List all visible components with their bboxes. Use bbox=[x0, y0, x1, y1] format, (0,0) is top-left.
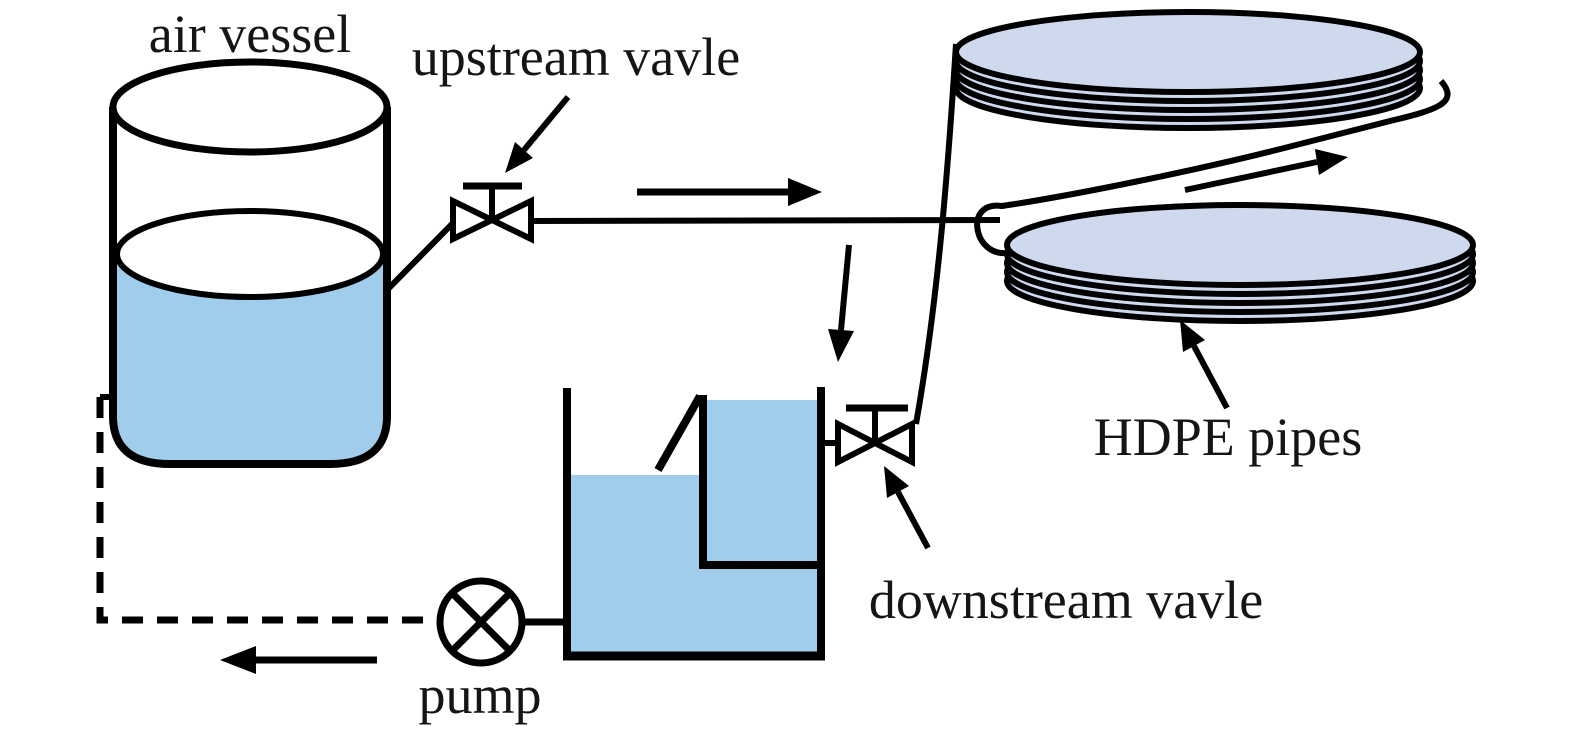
pump-label: pump bbox=[418, 665, 541, 725]
coil-transfer-pipe bbox=[974, 79, 1451, 257]
flow-arrow-left-head bbox=[220, 646, 256, 674]
main-horizontal-pipe bbox=[529, 217, 1001, 224]
flow-arrow-coil-shaft bbox=[1184, 159, 1318, 193]
hdpe-coil-top bbox=[953, 9, 1423, 131]
flow-arrow-right-head bbox=[788, 178, 822, 206]
coil-top-face bbox=[953, 9, 1423, 95]
vessel-to-valve-pipe bbox=[384, 217, 459, 293]
return-line bbox=[96, 394, 440, 624]
flow-arrow-down-head bbox=[828, 329, 854, 362]
flow-arrow-right bbox=[637, 178, 822, 206]
return-line-dashed bbox=[96, 397, 440, 624]
tank-water-inner bbox=[707, 400, 817, 565]
valve-right-triangle bbox=[485, 196, 534, 244]
hdpe-label-arrow bbox=[1180, 320, 1230, 410]
water-tank bbox=[563, 387, 825, 661]
downstream-label-arrow bbox=[884, 466, 931, 550]
piping bbox=[384, 217, 1001, 293]
downstream-valve-label: downstream vavle bbox=[869, 570, 1263, 630]
coil-top-face bbox=[1004, 202, 1476, 288]
valve-left-triangle bbox=[835, 419, 882, 467]
air-vessel bbox=[109, 58, 391, 468]
air-vessel-water-surface bbox=[114, 208, 386, 300]
hdpe-coil-bottom bbox=[1004, 202, 1476, 324]
annotation-arrow-head bbox=[1180, 320, 1205, 352]
coil-outlet-down-pipe bbox=[913, 43, 959, 425]
tank-weir-plate bbox=[654, 394, 704, 472]
air-vessel-top-ellipse bbox=[109, 58, 391, 156]
upstream-valve-symbol bbox=[450, 182, 534, 244]
downstream-valve-symbol bbox=[821, 404, 915, 467]
annotation-arrow-shaft bbox=[1191, 344, 1230, 410]
annotation-arrow-head bbox=[884, 466, 909, 498]
flow-arrow-left bbox=[220, 646, 377, 674]
air-vessel-outline bbox=[109, 107, 391, 468]
pump-symbol bbox=[436, 577, 567, 667]
flow-arrow-down bbox=[828, 244, 854, 362]
upstream-valve-label: upstream vavle bbox=[412, 27, 740, 87]
air-vessel-label: air vessel bbox=[149, 4, 351, 64]
flow-arrow-coil bbox=[1184, 149, 1348, 193]
valve-right-triangle bbox=[868, 419, 915, 467]
flow-arrow-down-shaft bbox=[838, 244, 852, 331]
hdpe-pipes-label: HDPE pipes bbox=[1094, 407, 1363, 467]
upstream-label-arrow bbox=[505, 95, 571, 173]
annotation-arrow-shaft bbox=[521, 95, 571, 152]
annotation-arrow-head bbox=[505, 142, 533, 173]
valve-left-triangle bbox=[450, 196, 499, 244]
pump-cross-2 bbox=[449, 590, 513, 654]
flow-arrow-coil-head bbox=[1315, 149, 1348, 175]
air-vessel-water-body bbox=[117, 254, 383, 461]
annotation-arrow-shaft bbox=[895, 490, 931, 550]
